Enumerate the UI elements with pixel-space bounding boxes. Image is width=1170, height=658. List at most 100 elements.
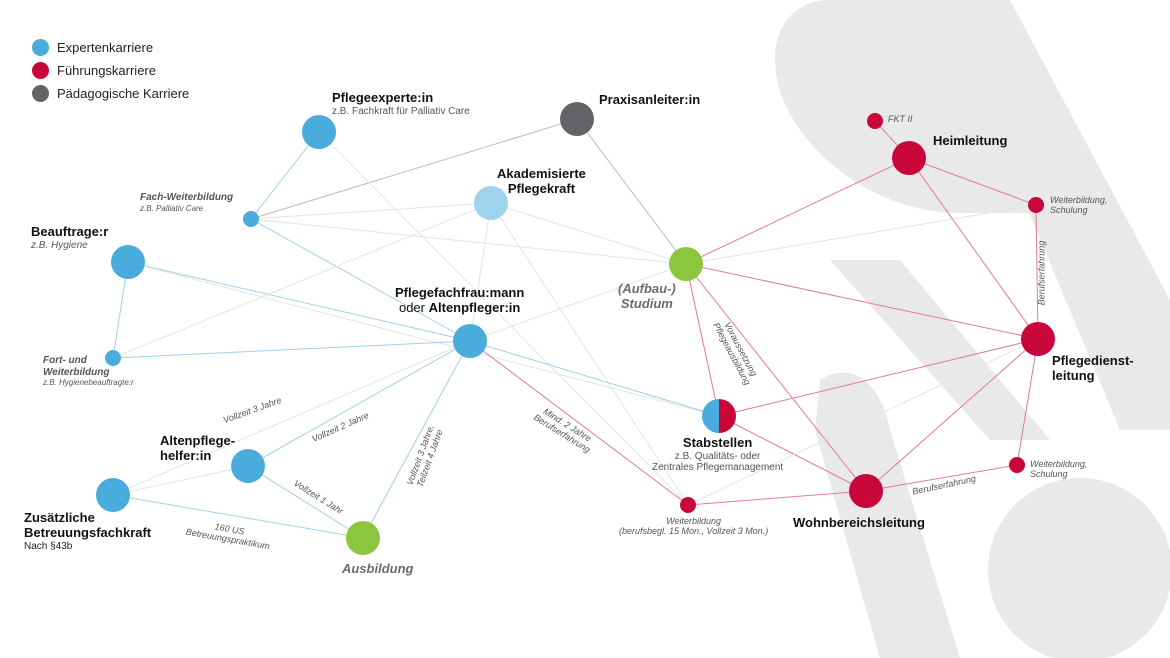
node-pflegefachfrau (453, 324, 487, 358)
node-fach (243, 211, 259, 227)
beauftragte-title: Beauftrage:r (31, 224, 109, 239)
label-fach-weiterbildung: Fach-Weiterbildung z.B. Palliativ Care (140, 192, 233, 213)
pflegedienst-line1: Pflegedienst- (1052, 353, 1134, 368)
label-weiterbildung-top: Weiterbildung, Schulung (1050, 195, 1107, 216)
label-praxisanleiter: Praxisanleiter:in (599, 92, 701, 107)
zusaetzliche-subtitle: Nach §43b (24, 540, 73, 552)
node-studium (669, 247, 703, 281)
edge-pflegefachfrau-zusaetzliche (112, 340, 471, 496)
weiterbildung-bottom-line2: (berufsbegl. 15 Mon., Vollzeit 3 Mon.) (619, 526, 769, 537)
akademisiert-line2: Pflegekraft (507, 180, 576, 196)
beauftragte-subtitle: z.B. Hygiene (31, 239, 88, 251)
edge-wb_bottom-wohnbereich (687, 490, 867, 506)
legend-item-expert: Expertenkarriere (32, 36, 189, 59)
background-band (830, 260, 1050, 440)
edge-heimleitung-pflegedienst (908, 157, 1039, 340)
node-wb_right (1009, 457, 1025, 473)
node-beauftragte (111, 245, 145, 279)
edge-fach-studium (250, 218, 687, 265)
pflegefachfrau-line1: Pflegefachfrau:mann (395, 285, 525, 300)
node-zusaetzliche (96, 478, 130, 512)
label-fort-weiterbildung: Fort- und Weiterbildung z.B. Hygienebeau… (43, 355, 134, 387)
label-fkt: FKT II (888, 114, 913, 124)
label-pflegedienst: Pflegedienst- leitung (1052, 353, 1134, 384)
weiterbildung-right-line2: Schulung (1030, 469, 1068, 480)
node-wb_top (1028, 197, 1044, 213)
fort-weiterbildung-line2: Weiterbildung (43, 366, 110, 378)
label-weiterbildung-bottom: Weiterbildung (berufsbegl. 15 Mon., Voll… (619, 516, 768, 537)
node-akademisiert (474, 186, 508, 220)
edge-pflegefachfrau-wb_bottom (469, 340, 689, 506)
edge-stabstellen-wohnbereich (718, 415, 867, 492)
node-stabstellen-right-half (719, 399, 736, 433)
node-praxisanleiter (560, 102, 594, 136)
legend-label-edu: Pädagogische Karriere (57, 86, 190, 101)
label-pflegefachfrau: Pflegefachfrau:mann oder Altenpfleger:in (395, 285, 525, 316)
label-altenpflegehelfer: Altenpflege- helfer:in (160, 433, 236, 464)
pflegefachfrau-line2-bold: Altenpfleger:in (428, 299, 521, 315)
label-zusaetzliche: Zusätzliche Betreuungsfachkraft Nach §43… (24, 510, 152, 552)
edge-studium-heimleitung (685, 157, 910, 265)
altenpflegehelfer-line1: Altenpflege- (160, 433, 236, 448)
edge-studium-wb_top (685, 204, 1037, 265)
stabstellen-subtitle-line2: Zentrales Pflegemanagement (652, 462, 784, 474)
label-heimleitung: Heimleitung (933, 133, 1008, 148)
edge-beauftragte-pflegefachfrau (127, 261, 471, 342)
edge-pflegeexperte-fach (250, 131, 320, 220)
node-stabstellen (702, 399, 736, 433)
edge-label-berufserfahrung-vertical: Berufserfahrung (1036, 240, 1047, 306)
pflegeexperte-title: Pflegeexperte:in (332, 90, 434, 105)
altenpflegehelfer-line2: helfer:in (160, 447, 212, 463)
legend-dot-expert (32, 39, 49, 56)
edge-fort-pflegefachfrau (112, 340, 471, 359)
nodes (96, 102, 1055, 555)
background-shapes (775, 0, 1170, 658)
edge-pflegefachfrau-stabstellen (469, 340, 720, 417)
edge-beauftragte-stabstellen (127, 261, 720, 417)
node-ausbildung (346, 521, 380, 555)
edge-akademisiert-studium (490, 202, 687, 265)
label-wohnbereich: Wohnbereichsleitung (793, 515, 925, 530)
weiterbildung-right-line1: Weiterbildung, (1030, 459, 1088, 469)
weiterbildung-bottom-line1: Weiterbildung (666, 516, 722, 526)
label-stabstellen: Stabstellen z.B. Qualitäts- oder Zentral… (652, 435, 784, 474)
edge-zusaetzliche-ausbildung (112, 494, 364, 539)
edge-pflegefachfrau-studium (469, 263, 687, 342)
edge-studium-stabstellen (685, 263, 720, 417)
legend-label-lead: Führungskarriere (57, 63, 156, 78)
weiterbildung-top-line1: Weiterbildung, (1050, 195, 1108, 205)
label-studium: (Aufbau-) Studium (618, 281, 676, 312)
background-diagonal (940, 0, 1170, 430)
node-altenpflegehelfer (231, 449, 265, 483)
fach-weiterbildung-title: Fach-Weiterbildung (140, 192, 234, 203)
edge-praxisanleiter-fach (250, 118, 578, 220)
legend-label-expert: Expertenkarriere (57, 40, 154, 55)
legend-item-edu: Pädagogische Karriere (32, 82, 189, 105)
edge-stabstellen-pflegedienst (718, 338, 1039, 417)
fort-weiterbildung-line1: Fort- und (43, 355, 87, 366)
node-wohnbereich (849, 474, 883, 508)
edge-pflegeexperte-wb_bottom (318, 131, 689, 506)
edge-wb_bottom-pflegedienst (687, 338, 1039, 506)
edge-pflegefachfrau-ausbildung (362, 340, 471, 539)
label-weiterbildung-right: Weiterbildung, Schulung (1030, 459, 1087, 480)
node-fort (105, 350, 121, 366)
zusaetzliche-line2: Betreuungsfachkraft (24, 524, 152, 540)
studium-line2: Studium (620, 295, 673, 311)
edge-pflegedienst-wb_top (1035, 204, 1039, 340)
edges (112, 118, 1039, 539)
stabstellen-subtitle-line1: z.B. Qualitäts- oder (674, 450, 761, 462)
label-beauftragte: Beauftrage:r z.B. Hygiene (31, 224, 109, 251)
edge-pflegefachfrau-altenpflegehelfer (247, 340, 471, 467)
label-akademisiert: Akademisierte Pflegekraft (497, 166, 586, 197)
edge-akademisiert-pflegefachfrau (469, 202, 492, 342)
fort-weiterbildung-subtitle: z.B. Hygienebeauftragte:r (43, 378, 134, 387)
edge-fort-akademisiert (112, 202, 492, 359)
edge-zusaetzliche-altenpflegehelfer (112, 465, 249, 496)
edge-fach-akademisiert (250, 202, 492, 220)
edge-wb_top-heimleitung (908, 157, 1037, 206)
node-fkt (867, 113, 883, 129)
node-heimleitung (892, 141, 926, 175)
legend-dot-lead (32, 62, 49, 79)
